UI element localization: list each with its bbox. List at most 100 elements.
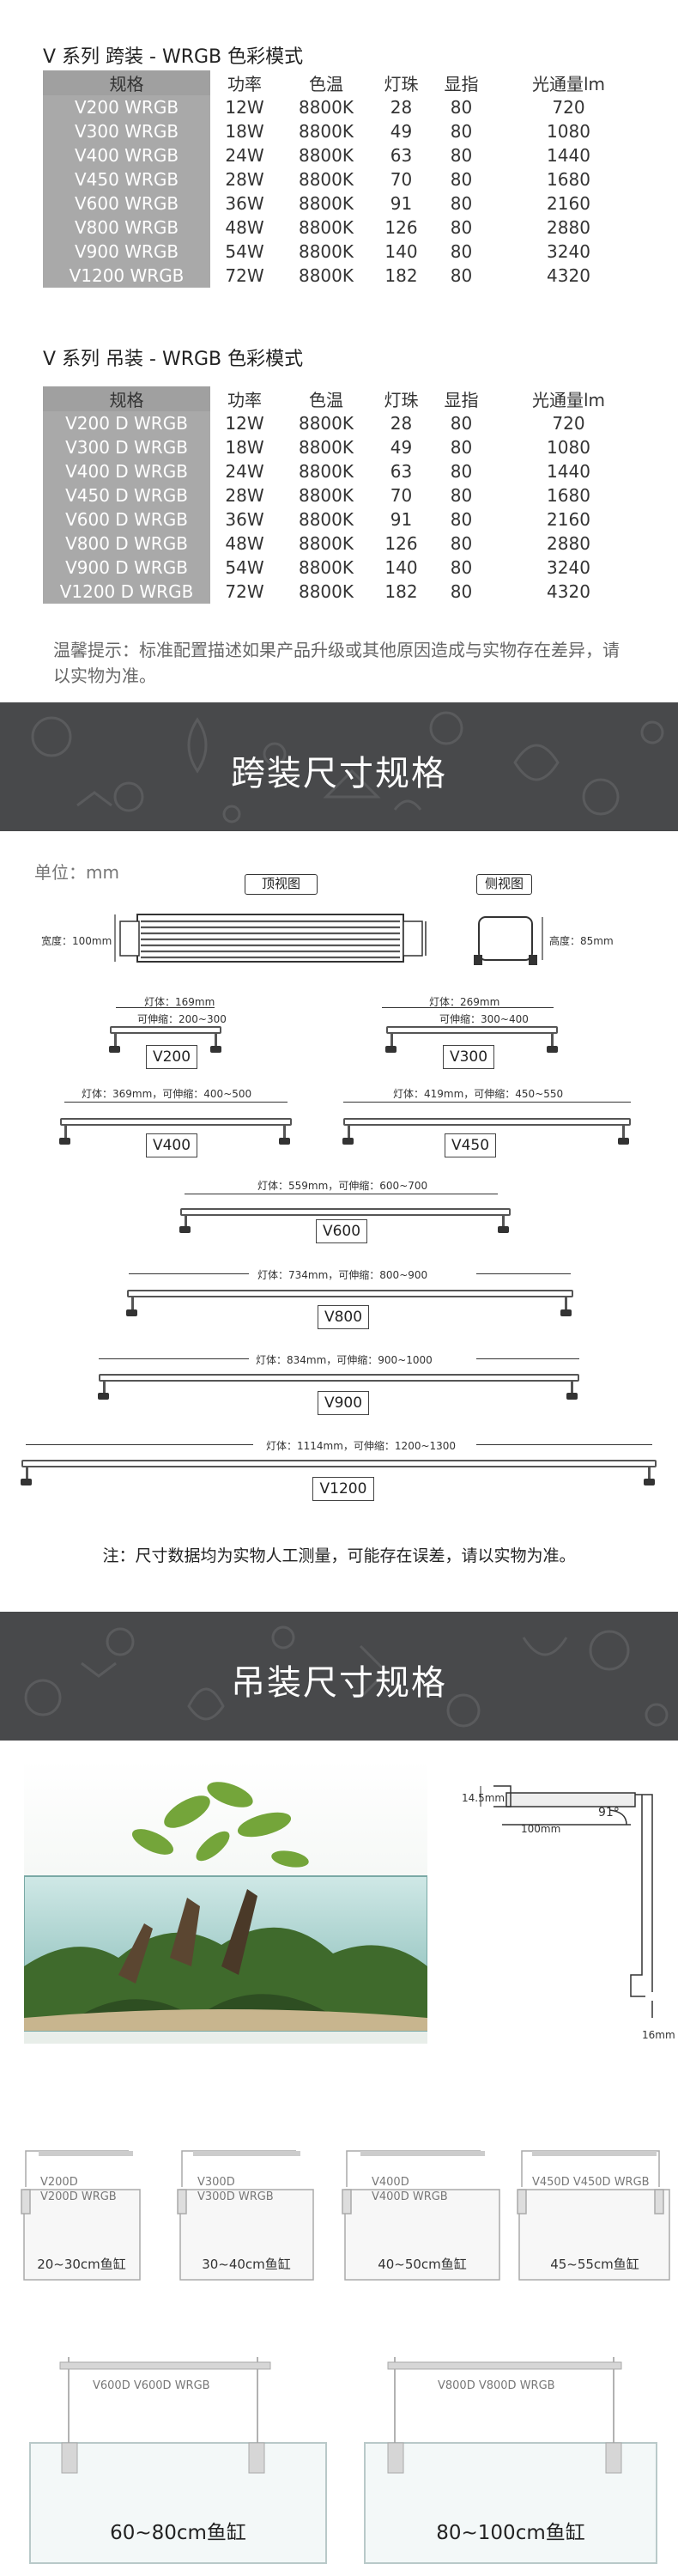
table-cell: 72W: [225, 581, 264, 602]
tank1-model-b: V200D WRGB: [40, 2190, 117, 2203]
table-cell: 126: [384, 217, 418, 238]
table-cell: 80: [450, 437, 473, 458]
v400-model-tag: V400: [146, 1133, 197, 1157]
v1200-model-tag: V1200: [312, 1477, 374, 1501]
table-cell: V200 WRGB: [43, 95, 210, 119]
tank2-model-b: V300D WRGB: [197, 2190, 274, 2203]
table-cell: 18W: [225, 121, 264, 142]
tank2-size-label: 30~40cm鱼缸: [202, 2257, 291, 2272]
table-cell: 1440: [547, 461, 590, 482]
table-header-cell: 显指: [444, 74, 479, 94]
table-cell: 8800K: [298, 461, 354, 482]
v200-body-label: 灯体：169mm: [144, 996, 215, 1008]
table-cell: 8800K: [298, 217, 354, 238]
table-cell: 140: [384, 241, 418, 262]
table-cell: 182: [384, 581, 418, 602]
aquarium-photo: [24, 1760, 427, 2044]
v200-ext-label: 可伸缩：200~300: [137, 1013, 227, 1025]
table-cell: V600 D WRGB: [43, 507, 210, 532]
table-cell: 36W: [225, 509, 264, 530]
v600-body-label: 灯体：559mm，可伸缩：600~700: [257, 1180, 428, 1192]
table-cell: 70: [390, 169, 413, 190]
table-cell: 12W: [225, 97, 264, 118]
tank3-size-label: 40~50cm鱼缸: [378, 2257, 467, 2272]
table-header-cell: 色温: [309, 74, 343, 94]
table-cell: 8800K: [298, 193, 354, 214]
table-cell: 80: [450, 461, 473, 482]
table-cell: 8800K: [298, 97, 354, 118]
top-view-tag: 顶视图: [245, 874, 318, 895]
table-cell: 1680: [547, 485, 590, 506]
table-cell: 8800K: [298, 437, 354, 458]
table-cell: 54W: [225, 557, 264, 578]
table-cell: V200 D WRGB: [43, 411, 210, 435]
tank3-model-b: V400D WRGB: [372, 2190, 448, 2203]
table-cell: V900 D WRGB: [43, 556, 210, 580]
table-cell: 80: [450, 509, 473, 530]
v300-light-bar: [386, 1026, 558, 1034]
table-header-cell: 规格: [43, 386, 210, 411]
table-cell: 24W: [225, 145, 264, 166]
side-view-diagram: [474, 916, 543, 965]
table-cell: 8800K: [298, 557, 354, 578]
table-header-cell: 色温: [309, 390, 343, 410]
table-cell: 49: [390, 121, 413, 142]
v1200-light-bar: [21, 1460, 657, 1467]
hang-size-banner: 吊装尺寸规格: [0, 1612, 678, 1741]
table-cell: 80: [450, 193, 473, 214]
table-cell: 28: [390, 413, 413, 434]
table-cell: 8800K: [298, 485, 354, 506]
table-cell: 80: [450, 217, 473, 238]
v400-body-label: 灯体：369mm，可伸缩：400~500: [82, 1088, 252, 1100]
v400-light-bar: [60, 1118, 292, 1126]
table-cell: 80: [450, 145, 473, 166]
dim-100mm: 100mm: [521, 1823, 561, 1835]
table-cell: 8800K: [298, 265, 354, 286]
small-tanks-diagram: [21, 2150, 670, 2281]
table-cell: 12W: [225, 413, 264, 434]
side-view-tag: 侧视图: [476, 874, 532, 895]
table-header-cell: 规格: [43, 70, 210, 95]
table-cell: 80: [450, 169, 473, 190]
table-cell: 1440: [547, 145, 590, 166]
dim-14-5mm: 14.5mm: [462, 1792, 505, 1804]
table-cell: V400 D WRGB: [43, 459, 210, 483]
table-cell: 28W: [225, 169, 264, 190]
table-cell: 49: [390, 437, 413, 458]
table-cell: 91: [390, 193, 413, 214]
table-header-cell: 灯珠: [384, 390, 419, 410]
table-cell: 182: [384, 265, 418, 286]
table-cell: V300 WRGB: [43, 119, 210, 143]
table-cell: 63: [390, 145, 413, 166]
table-cell: 2880: [547, 217, 590, 238]
table-cell: 2160: [547, 509, 590, 530]
top-view-diagram: [114, 914, 427, 963]
table-cell: V300 D WRGB: [43, 435, 210, 459]
hang_table-header-row: 规格功率色温灯珠显指光通量lm: [43, 386, 644, 411]
span-banner-title: 跨装尺寸规格: [231, 754, 447, 793]
table-header-cell: 灯珠: [384, 74, 419, 94]
v450-light-bar: [343, 1118, 631, 1126]
span-size-banner: 跨装尺寸规格: [0, 702, 678, 831]
table-cell: 48W: [225, 217, 264, 238]
table-cell: 720: [552, 97, 585, 118]
table-cell: V900 WRGB: [43, 240, 210, 264]
big-tank1-size-label: 60~80cm鱼缸: [110, 2522, 246, 2544]
table-cell: 8800K: [298, 169, 354, 190]
v800-body-label: 灯体：734mm，可伸缩：800~900: [257, 1269, 428, 1281]
v800-model-tag: V800: [318, 1305, 369, 1329]
big-tank1-models: V600D V600D WRGB: [93, 2379, 210, 2392]
unit-label: 单位：mm: [34, 862, 119, 883]
table-cell: 3240: [547, 241, 590, 262]
v900-body-label: 灯体：834mm，可伸缩：900~1000: [256, 1354, 433, 1366]
table-cell: 80: [450, 485, 473, 506]
